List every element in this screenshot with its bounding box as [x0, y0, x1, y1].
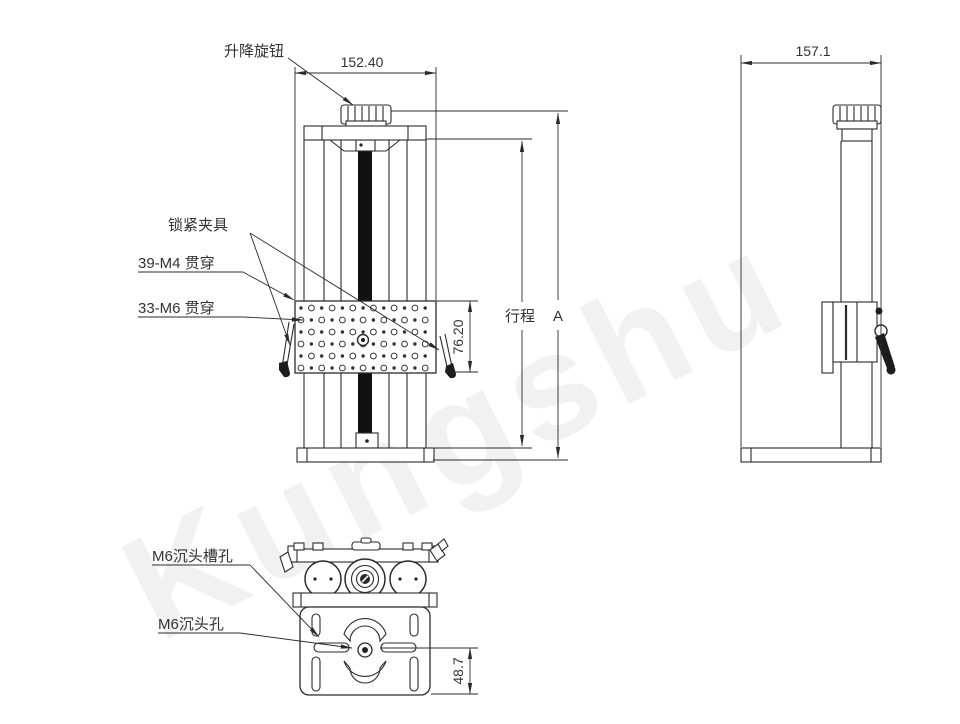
front-view: 152.40 76.20 行程 A 升降旋钮	[138, 43, 568, 463]
side-view: 157.1	[740, 43, 896, 463]
lift-knob-front	[340, 104, 392, 130]
column-side	[740, 141, 882, 463]
clamp-hook-right	[439, 333, 456, 379]
callout-m4-holes: 39-M4 贯穿	[138, 255, 295, 301]
dim-base-height: 48.7	[380, 647, 478, 695]
lift-knob-side	[832, 104, 882, 142]
bottom-view: 48.7 M6沉头槽孔 M6沉头孔	[152, 537, 478, 696]
dim-travel-text: 行程	[505, 308, 535, 325]
center-countersunk-hole	[357, 642, 373, 658]
dim-front-width-text: 152.40	[341, 54, 384, 70]
countersunk-slot-label: M6沉头槽孔	[152, 548, 233, 565]
dim-base-height-text: 48.7	[450, 657, 466, 684]
callout-lift-knob: 升降旋钮	[224, 43, 354, 106]
slot-top-right	[409, 613, 419, 637]
m6-holes-label: 33-M6 贯穿	[138, 300, 215, 317]
dim-side-width: 157.1	[740, 43, 882, 447]
callout-countersunk-hole: M6沉头孔	[158, 616, 353, 649]
lead-screw-slot	[358, 150, 372, 433]
arc-slot-lower	[343, 660, 387, 684]
top-cap	[303, 125, 427, 141]
dim-front-width: 152.40	[294, 54, 437, 300]
dim-platform-text: 76.20	[450, 319, 466, 354]
corner-tab-right	[429, 543, 446, 562]
slot-mid-right	[380, 642, 417, 653]
knob-circles	[304, 558, 427, 600]
base-plate-bottom	[299, 606, 431, 696]
corner-tab-left	[279, 551, 294, 573]
callout-locking-clamp: 锁紧夹具	[168, 217, 440, 351]
plate-hole-grid	[297, 304, 429, 372]
m4-holes-label: 39-M4 贯穿	[138, 255, 215, 272]
lift-knob-label: 升降旋钮	[224, 43, 284, 60]
clamp-rail	[279, 537, 449, 573]
locking-clamp-label: 锁紧夹具	[168, 217, 228, 234]
mounting-plate	[294, 300, 437, 374]
dim-overall-height: A	[391, 110, 568, 461]
clamp-hook-left	[279, 321, 295, 378]
carriage-side	[821, 301, 896, 375]
countersunk-hole-label: M6沉头孔	[158, 616, 224, 633]
callout-m6-holes: 33-M6 贯穿	[138, 300, 304, 322]
flange-bar	[292, 592, 438, 608]
callout-countersunk-slot: M6沉头槽孔	[152, 548, 320, 638]
base-front	[296, 447, 435, 463]
dim-travel: 行程	[426, 138, 535, 449]
clamp-lever-handle	[875, 333, 895, 371]
slot-bottom-right	[409, 656, 419, 692]
dim-side-width-text: 157.1	[795, 43, 830, 59]
arc-slot-upper	[343, 618, 387, 643]
dim-overall-height-text: A	[553, 308, 563, 325]
dim-platform-height: 76.20	[436, 300, 478, 373]
base-side	[740, 447, 882, 463]
slot-bottom-left	[311, 656, 321, 692]
